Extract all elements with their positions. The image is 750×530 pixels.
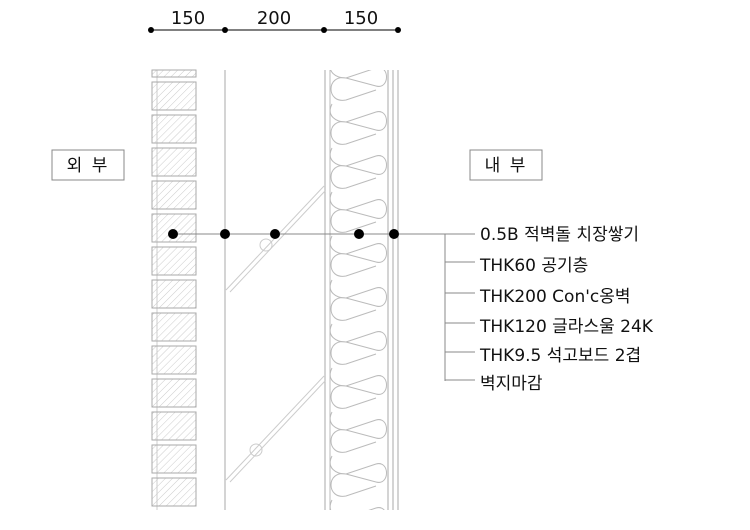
brick [151,213,197,243]
callout-label: THK60 공기층 [479,256,588,276]
brick [151,312,197,342]
dimension-label: 150 [171,8,205,29]
callout-label: THK200 Con'c옹벽 [479,287,631,307]
callout-label: 벽지마감 [480,374,543,394]
brick [151,411,197,441]
wall-tie [225,375,326,483]
brick [151,69,197,78]
brick [151,444,197,474]
dimension-ticks [148,27,401,33]
exterior-label: 외 부 [67,156,110,176]
callout-label: THK9.5 석고보드 2겹 [479,346,641,366]
brick-layer [151,69,197,510]
glass-wool-insulation [329,70,387,510]
dimension-label: 200 [257,8,291,29]
interior-label: 내 부 [485,156,528,176]
brick [151,477,197,507]
callout-label: THK120 글라스울 24K [479,317,654,337]
brick [151,81,197,111]
brick [151,246,197,276]
brick [151,279,197,309]
brick [151,114,197,144]
brick [151,147,197,177]
brick [151,180,197,210]
interior-box [469,149,543,181]
dimension-label: 150 [344,8,378,29]
brick [151,378,197,408]
leader-dots [168,229,399,239]
brick [151,345,197,375]
exterior-box [51,149,125,181]
wall-tie [225,185,326,293]
callout-label: 0.5B 적벽돌 치장쌓기 [480,225,639,245]
